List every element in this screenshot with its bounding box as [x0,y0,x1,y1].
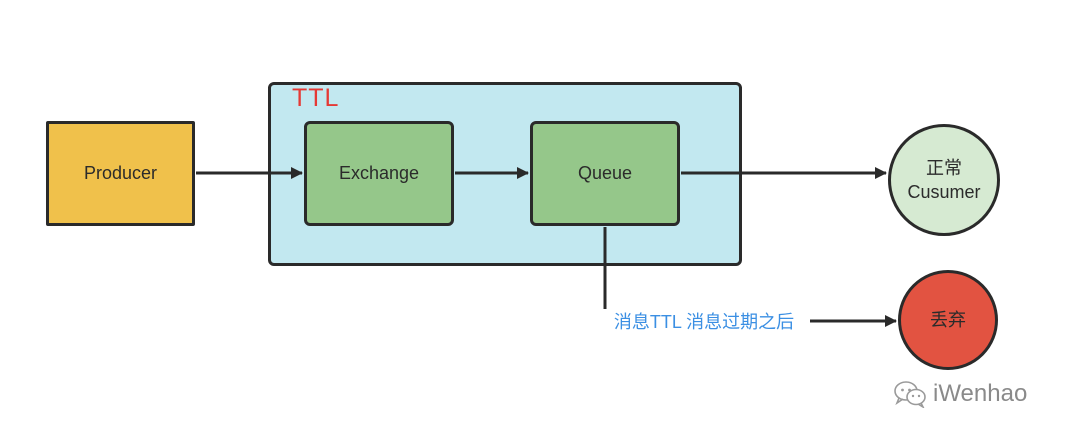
expired-message-edge-label: 消息TTL 消息过期之后 [598,309,810,335]
queue-node: Queue [530,121,680,226]
consumer-label-line2: Cusumer [907,182,981,202]
exchange-node: Exchange [304,121,454,226]
exchange-label: Exchange [338,163,420,183]
watermark: iWenhao [893,380,1027,408]
discard-node: 丢弃 [898,270,998,370]
discard-label: 丢弃 [930,310,966,330]
consumer-label-line1: 正常 [926,158,962,178]
consumer-node: 正常 Cusumer [888,124,1000,236]
wechat-logo-icon [894,381,926,408]
queue-label: Queue [577,163,633,183]
edge-queue-discard [603,227,897,327]
watermark-text: iWenhao [933,380,1028,407]
ttl-region-label: TTL [292,84,340,112]
producer-label: Producer [83,163,158,183]
producer-node: Producer [46,121,195,226]
